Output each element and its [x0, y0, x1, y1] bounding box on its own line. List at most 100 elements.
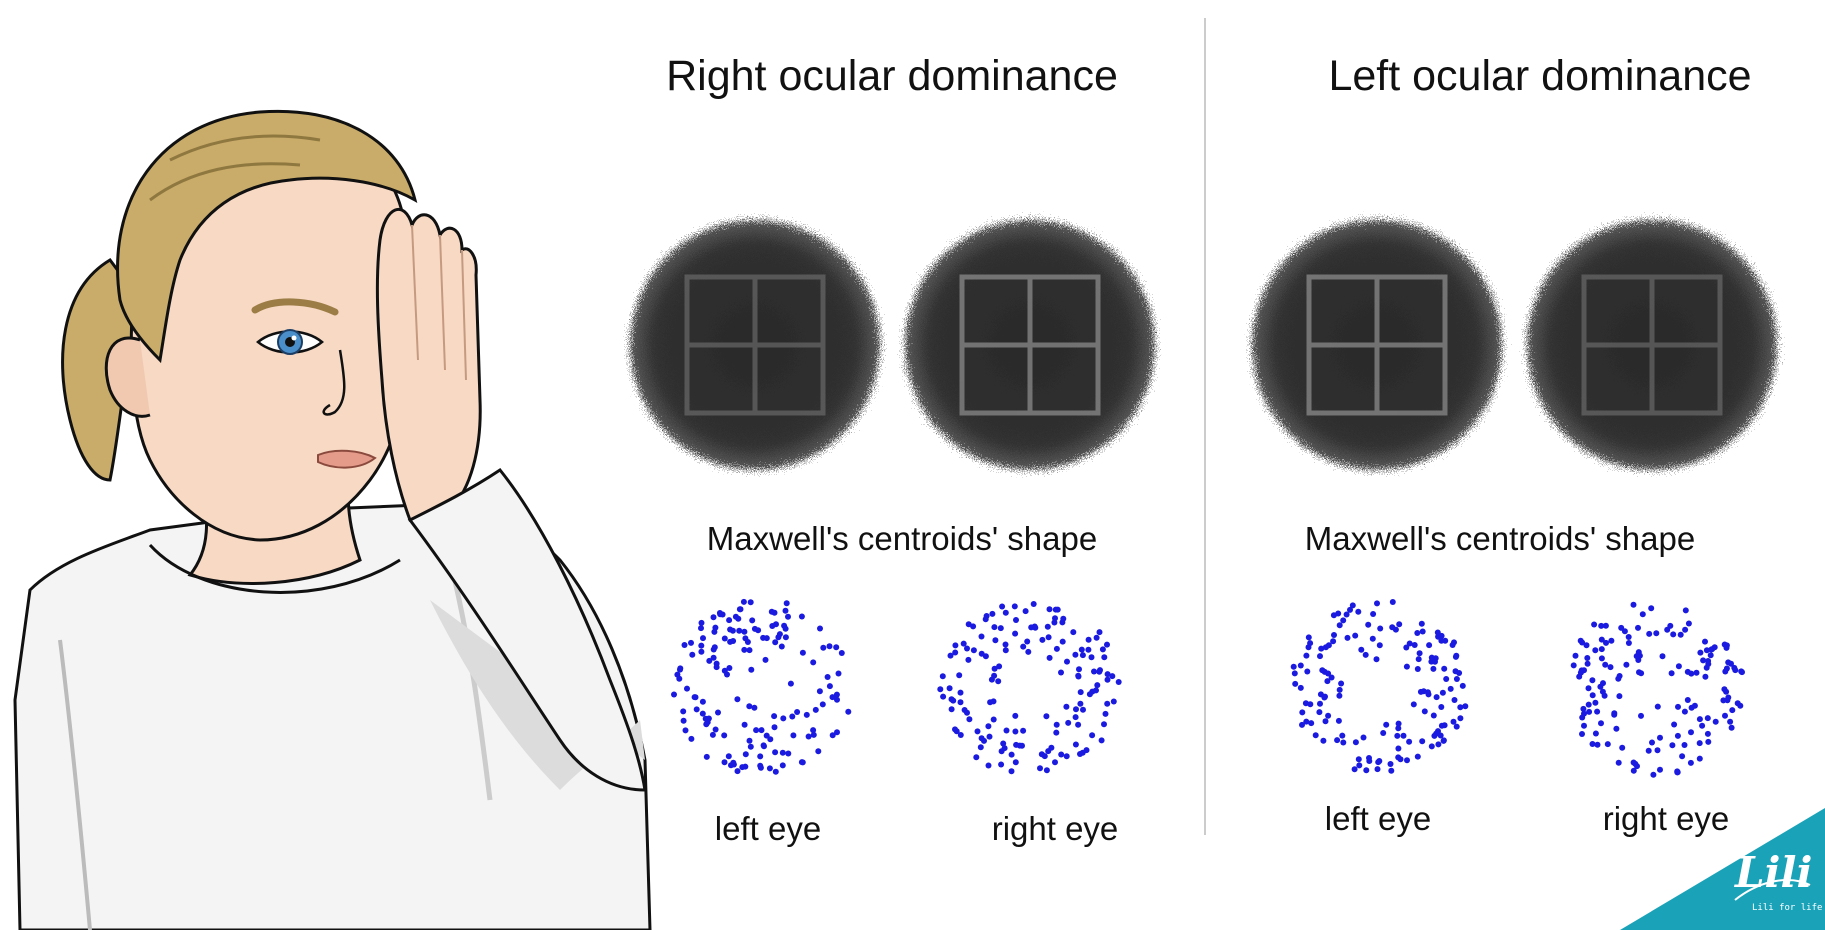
- centroid-dot: [1319, 667, 1326, 674]
- centroid-dot: [834, 729, 840, 736]
- centroid-dot: [1109, 673, 1116, 680]
- centroid-dot: [1376, 758, 1383, 764]
- centroid-dot: [1581, 710, 1587, 717]
- centroid-dot: [1002, 609, 1009, 616]
- centroid-dot: [946, 685, 953, 692]
- centroid-dot: [725, 753, 732, 760]
- centroid-dot: [1376, 642, 1383, 649]
- centroid-dot: [757, 753, 764, 760]
- ear: [104, 336, 151, 418]
- centroid-dot: [1101, 654, 1108, 661]
- centroid-dot: [1358, 646, 1365, 653]
- centroid-dot: [700, 635, 706, 642]
- centroid-dot: [699, 698, 706, 705]
- centroid-dot: [1073, 706, 1079, 713]
- caption-centroids-right: Maxwell's centroids' shape: [706, 520, 1098, 557]
- centroid-dot: [1635, 649, 1642, 656]
- centroid-dot: [939, 673, 946, 680]
- centroid-dot: [1650, 771, 1657, 778]
- centroid-dot: [1406, 640, 1413, 647]
- centroid-dot: [1340, 617, 1347, 624]
- centroid-dot: [1699, 722, 1706, 729]
- centroid-dot: [1432, 658, 1438, 665]
- centroid-dot: [992, 637, 999, 644]
- centroid-dot: [1008, 768, 1015, 775]
- centroid-dot: [1070, 629, 1077, 636]
- centroid-dot: [1374, 766, 1381, 773]
- centroid-dot: [1012, 728, 1019, 735]
- centroid-dot: [826, 683, 833, 690]
- centroid-dot: [1589, 741, 1596, 747]
- centroid-dot: [1450, 718, 1457, 725]
- centroid-dot: [1704, 715, 1711, 722]
- centroid-dot: [1638, 712, 1644, 719]
- centroid-dot: [740, 598, 747, 605]
- centroid-dot: [772, 768, 779, 775]
- centroid-dot: [1316, 709, 1323, 716]
- centroid-dot: [1430, 665, 1437, 672]
- centroid-dot: [989, 610, 996, 617]
- centroid-dot: [703, 753, 710, 760]
- centroid-dot: [677, 665, 684, 672]
- centroid-dot: [805, 733, 812, 740]
- centroid-dot: [1659, 653, 1666, 660]
- centroid-dot: [1339, 732, 1346, 739]
- centroid-dot: [1046, 654, 1053, 661]
- stimulus-blob: [1527, 220, 1777, 470]
- centroid-dot: [767, 736, 774, 743]
- centroid-dot: [1639, 611, 1646, 618]
- centroid-dot: [950, 697, 957, 704]
- centroid-dot: [1441, 722, 1448, 729]
- centroid-dot: [1369, 635, 1376, 642]
- centroid-dot: [947, 652, 954, 659]
- centroid-dot: [1704, 730, 1711, 737]
- logo-name: Lili: [1735, 848, 1813, 897]
- centroid-dot: [1738, 668, 1745, 675]
- centroid-dot: [799, 649, 806, 656]
- centroid-dot: [1088, 654, 1095, 661]
- centroid-dot: [682, 727, 689, 734]
- centroid-dot: [1403, 644, 1410, 651]
- centroid-dot: [1043, 767, 1050, 774]
- centroid-dot: [1025, 648, 1032, 655]
- centroid-dot: [1388, 767, 1395, 774]
- centroid-dot: [746, 647, 753, 654]
- centroid-dot: [1696, 755, 1703, 762]
- centroid-dot: [820, 644, 827, 651]
- centroid-dot: [952, 642, 959, 649]
- centroid-dot: [734, 696, 741, 703]
- centroid-dot: [1002, 647, 1009, 654]
- centroid-dot: [771, 609, 778, 616]
- centroid-dot: [1305, 634, 1312, 641]
- centroid-dot: [1089, 688, 1096, 695]
- centroid-dot: [1336, 622, 1343, 629]
- centroid-dot: [1096, 629, 1103, 636]
- centroid-dot: [991, 672, 998, 679]
- centroid-dot-cluster: [1570, 601, 1745, 778]
- centroid-dot: [758, 727, 765, 734]
- centroid-dot: [1098, 737, 1105, 744]
- centroid-dot: [1030, 601, 1037, 607]
- centroid-dot: [709, 731, 716, 738]
- centroid-dot: [1598, 636, 1605, 643]
- centroid-dot: [1324, 678, 1331, 685]
- centroid-dot: [711, 644, 718, 651]
- centroid-dot: [1570, 662, 1577, 669]
- centroid-dot: [1579, 731, 1585, 737]
- centroid-dot: [986, 733, 993, 740]
- centroid-dot: [1712, 718, 1719, 725]
- centroid-dot: [1623, 661, 1630, 668]
- centroid-dot: [1291, 670, 1298, 677]
- centroid-dot: [1394, 732, 1401, 739]
- centroid-dot-cluster: [1290, 599, 1469, 774]
- centroid-dot: [1059, 638, 1066, 645]
- centroid-dot: [688, 639, 694, 646]
- centroid-dot: [1104, 700, 1111, 707]
- centroid-dot: [977, 744, 984, 751]
- centroid-dot: [1457, 715, 1464, 722]
- centroid-dot: [1419, 738, 1426, 745]
- centroid-dot: [1299, 721, 1305, 728]
- centroid-dot: [680, 717, 687, 724]
- centroid-dot: [1077, 700, 1084, 707]
